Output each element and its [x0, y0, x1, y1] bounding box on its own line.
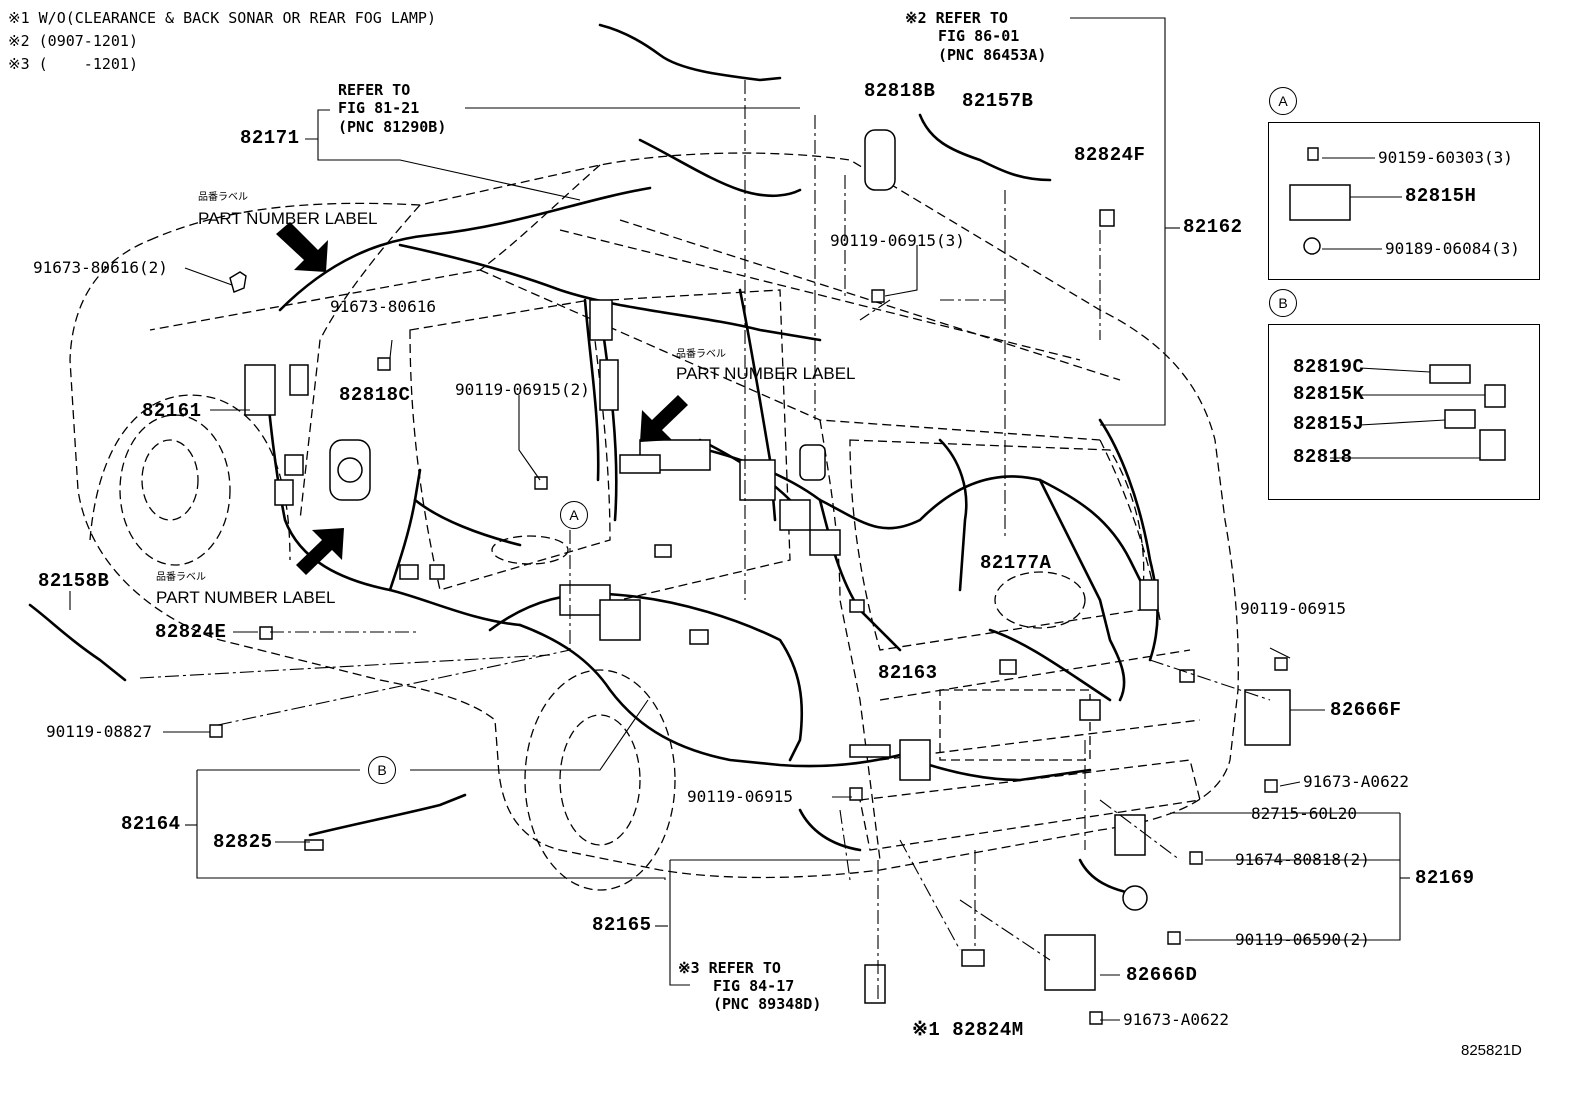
part-90119-06915-right: 90119-06915: [1240, 599, 1346, 618]
ref3-line1: ※3 REFER TO: [678, 959, 781, 977]
part-82824E: 82824E: [155, 621, 227, 643]
ref1-line3: (PNC 81290B): [338, 118, 447, 136]
ref1-line2: FIG 81-21: [338, 99, 420, 117]
harness-82163: [488, 592, 804, 762]
part-91673-A0622-b: 91673-A0622: [1123, 1010, 1229, 1029]
label-jp-3: 品番ラベル: [156, 572, 206, 583]
part-91673-80616-2: 91673-80616(2): [33, 258, 168, 277]
inset-a-item-3: 90189-06084(3): [1385, 239, 1520, 258]
part-90119-06915-2: 90119-06915(2): [455, 380, 590, 399]
note-2: ※2 (0907-1201): [8, 32, 138, 50]
part-91673-80616: 91673-80616: [330, 297, 436, 316]
part-90119-08827: 90119-08827: [46, 722, 152, 741]
part-82666F: 82666F: [1330, 699, 1402, 721]
part-90119-06590-2: 90119-06590(2): [1235, 930, 1370, 949]
part-82163: 82163: [878, 662, 938, 684]
part-82824M: ※1 82824M: [912, 1019, 1024, 1041]
inset-b-callout[interactable]: B: [1269, 289, 1297, 317]
part-82177A: 82177A: [980, 552, 1052, 574]
ref2-line1: ※2 REFER TO: [905, 9, 1008, 27]
inset-a-item-2: 82815H: [1405, 185, 1477, 207]
note-1: ※1 W/O(CLEARANCE & BACK SONAR OR REAR FO…: [8, 9, 436, 27]
part-82162: 82162: [1183, 216, 1243, 238]
inset-b-box: [1268, 324, 1540, 500]
part-number-label-2: PART NUMBER LABEL: [676, 364, 856, 383]
inset-b-item-2: 82815K: [1293, 383, 1365, 405]
inset-b-item-1: 82819C: [1293, 356, 1365, 378]
callout-b[interactable]: B: [368, 756, 396, 784]
harness-82162: [658, 438, 1152, 602]
part-82715-60L20: 82715-60L20: [1251, 804, 1357, 823]
ref1-line1: REFER TO: [338, 81, 411, 99]
inset-a-callout[interactable]: A: [1269, 87, 1297, 115]
part-82171: 82171: [240, 127, 300, 149]
note-3: ※3 ( -1201): [8, 55, 138, 73]
part-82157B: 82157B: [962, 90, 1034, 112]
harness-82171: [278, 186, 652, 312]
part-number-label-3: PART NUMBER LABEL: [156, 588, 336, 607]
part-82164: 82164: [121, 813, 181, 835]
ref3-line2: FIG 84-17: [713, 977, 795, 995]
part-82818C: 82818C: [339, 384, 411, 406]
part-90119-06915-bottom: 90119-06915: [687, 787, 793, 806]
label-jp-1: 品番ラベル: [198, 192, 248, 203]
part-82161: 82161: [142, 400, 202, 422]
ref2-line3: (PNC 86453A): [938, 46, 1047, 64]
part-number-label-1: PART NUMBER LABEL: [198, 209, 378, 228]
ref2-line2: FIG 86-01: [938, 27, 1020, 45]
part-82666D: 82666D: [1126, 964, 1198, 986]
inset-a-item-1: 90159-60303(3): [1378, 148, 1513, 167]
part-82169: 82169: [1415, 867, 1475, 889]
part-82818B: 82818B: [864, 80, 936, 102]
part-82824F: 82824F: [1074, 144, 1146, 166]
callout-a[interactable]: A: [560, 501, 588, 529]
part-82158B: 82158B: [38, 570, 110, 592]
inset-b-item-3: 82815J: [1293, 413, 1365, 435]
label-jp-2: 品番ラベル: [676, 349, 726, 360]
part-91674-80818-2: 91674-80818(2): [1235, 850, 1370, 869]
part-82825: 82825: [213, 831, 273, 853]
part-90119-06915-3: 90119-06915(3): [830, 231, 965, 250]
part-91673-A0622-a: 91673-A0622: [1303, 772, 1409, 791]
harness-82177A: [988, 628, 1112, 702]
part-82165: 82165: [592, 914, 652, 936]
inset-b-item-4: 82818: [1293, 446, 1353, 468]
vehicle-body-outline: [69, 152, 1239, 879]
diagram-id: 825821D: [1461, 1042, 1522, 1059]
inset-a-box: [1268, 122, 1540, 280]
ref3-line3: (PNC 89348D): [713, 995, 822, 1013]
harness-82161: [263, 368, 522, 627]
